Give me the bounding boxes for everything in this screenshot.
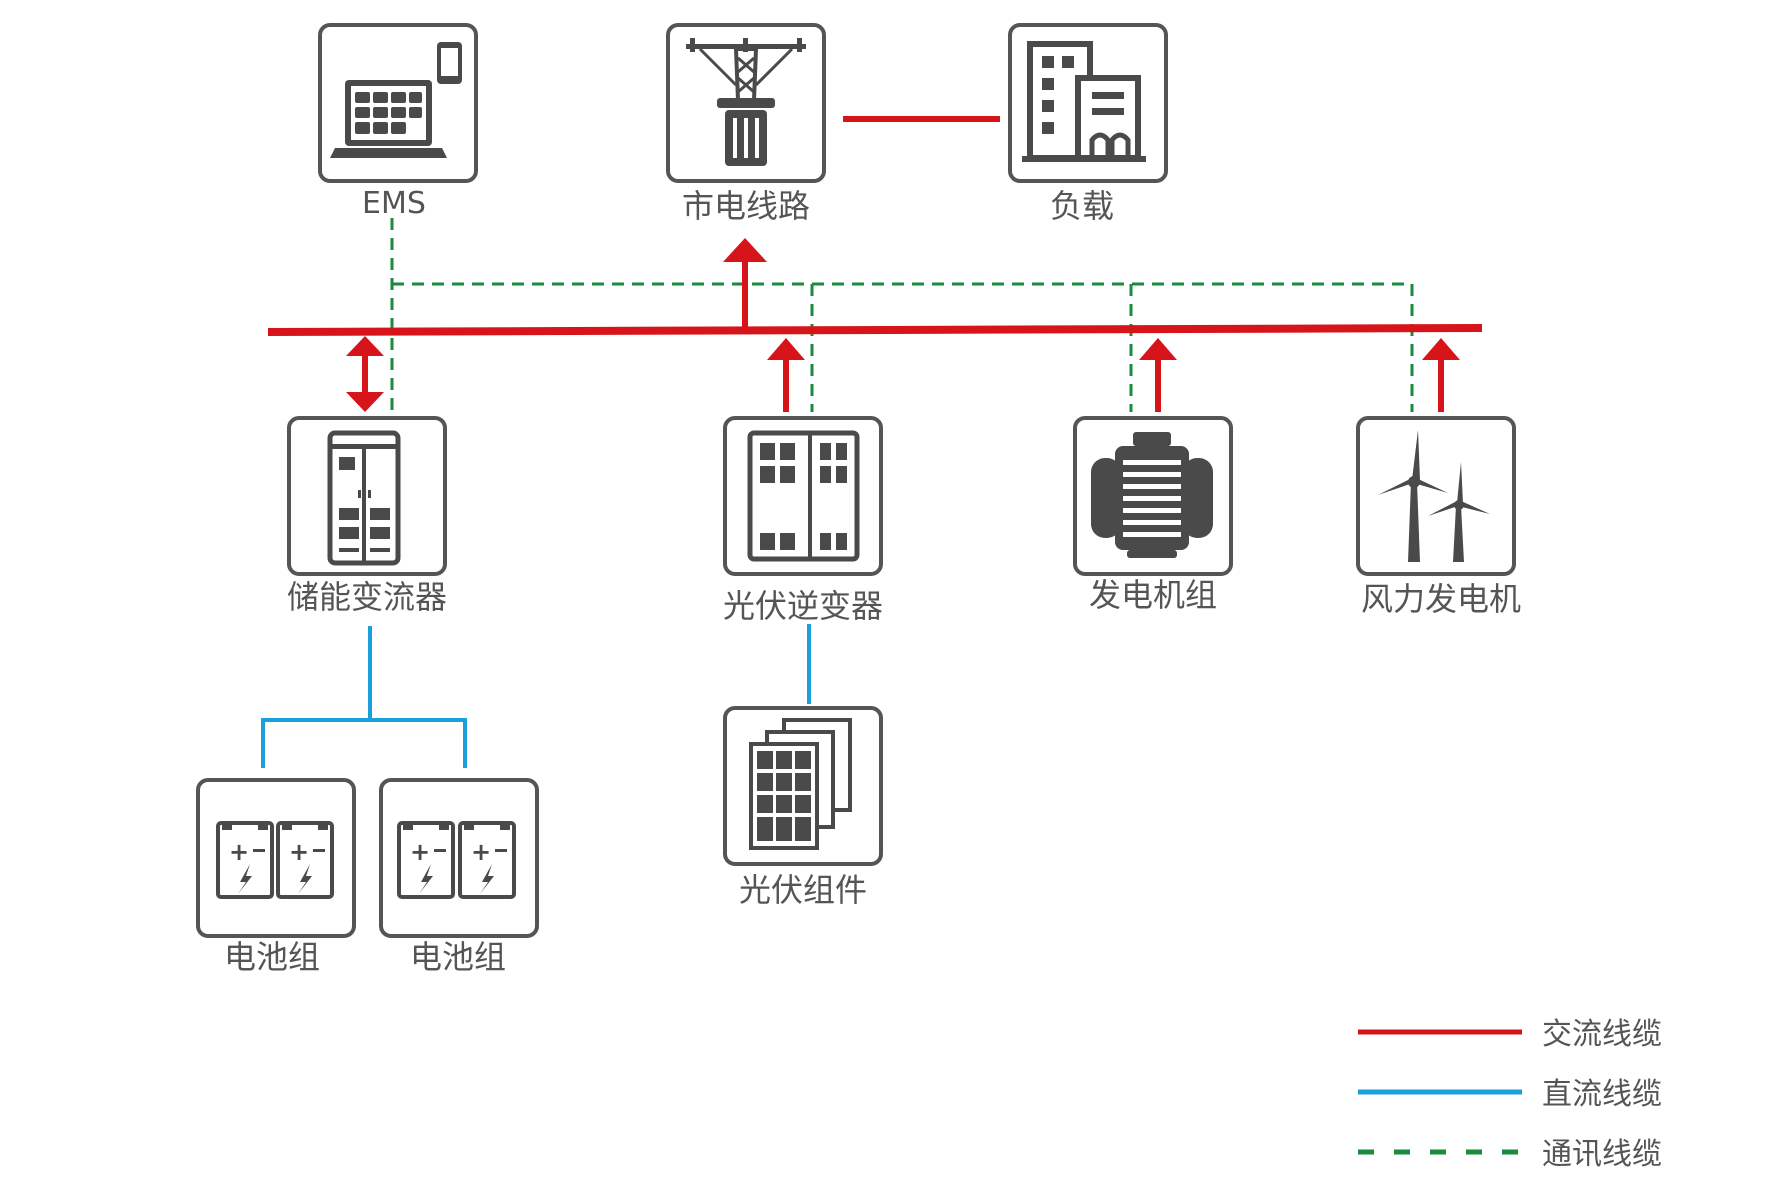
ems-label: EMS (362, 186, 426, 221)
node-generator: 发电机组 (1073, 416, 1233, 614)
ac-lines (267, 116, 1483, 412)
node-ems: EMS (318, 23, 478, 221)
arrow-head-generator (1139, 338, 1177, 360)
arrow-head-pv-inverter (767, 338, 805, 360)
dc-lines (261, 624, 811, 768)
generator-icon (1091, 432, 1213, 558)
battery-1-label: 电池组 (224, 938, 320, 976)
pv-inverter-label: 光伏逆变器 (723, 587, 883, 625)
building-icon (1022, 41, 1146, 162)
laptop-phone-icon (330, 42, 462, 158)
solar-panel-icon (749, 718, 852, 850)
dc-line-battery-branch (261, 718, 467, 768)
power-pole-icon (686, 38, 806, 166)
pcs-label: 储能变流器 (287, 578, 447, 616)
legend-ac-label: 交流线缆 (1542, 1017, 1662, 1052)
plus-icon: + (289, 838, 309, 866)
arrow-head-wind (1422, 338, 1460, 360)
load-label: 负载 (1050, 187, 1114, 225)
battery-2-label: 电池组 (410, 938, 506, 976)
battery-icon: + + (397, 821, 516, 899)
ac-bus (267, 324, 1483, 336)
plus-icon: + (229, 838, 249, 866)
node-pv-inverter: 光伏逆变器 (723, 416, 883, 625)
arrow-head-pcs-down (346, 392, 384, 412)
wind-label: 风力发电机 (1361, 580, 1521, 618)
wind-turbine-icon (1378, 430, 1490, 562)
plus-icon: + (471, 838, 491, 866)
inverter-icon (747, 430, 860, 562)
node-load: 负载 (1008, 23, 1168, 225)
generator-label: 发电机组 (1089, 576, 1217, 614)
legend-comm-label: 通讯线缆 (1542, 1137, 1662, 1172)
node-battery-1: + + 电池组 (196, 778, 356, 976)
legend-dc-label: 直流线缆 (1542, 1077, 1662, 1112)
battery-icon: + + (216, 821, 334, 899)
pcs-box (287, 416, 447, 576)
comm-lines (390, 218, 1414, 412)
node-battery-2: + + 电池组 (379, 778, 539, 976)
grid-label: 市电线路 (682, 187, 810, 225)
legend: 交流线缆 直流线缆 通讯线缆 (1358, 1017, 1662, 1172)
arrow-head-pcs-up (346, 336, 384, 356)
node-wind: 风力发电机 (1356, 416, 1521, 618)
plus-icon: + (410, 838, 430, 866)
cabinet-icon (327, 430, 401, 566)
node-pcs: 储能变流器 (287, 416, 447, 616)
pv-module-label: 光伏组件 (739, 871, 867, 909)
wind-box (1356, 416, 1516, 576)
node-pv-module: 光伏组件 (723, 706, 883, 909)
arrow-head-grid (723, 238, 767, 262)
node-grid: 市电线路 (666, 23, 826, 225)
